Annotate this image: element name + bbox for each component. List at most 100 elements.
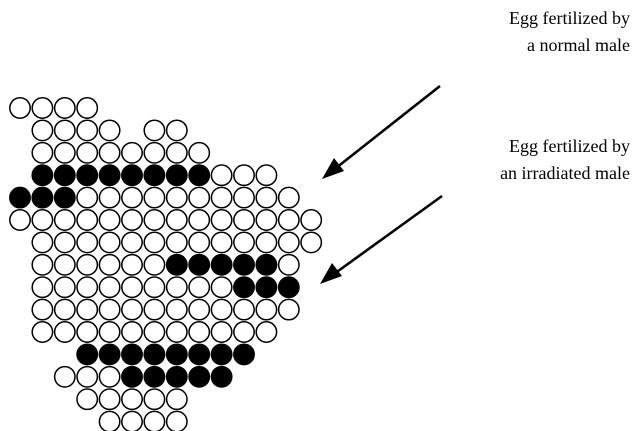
label-normal-line-1: Egg fertilized by (509, 8, 630, 28)
normal-egg (256, 210, 276, 230)
normal-egg (144, 120, 164, 140)
normal-egg (211, 187, 231, 207)
normal-egg (32, 143, 52, 163)
label-irradiated-line-1: Egg fertilized by (509, 136, 630, 156)
normal-egg (99, 277, 119, 297)
normal-egg (144, 210, 164, 230)
normal-egg (189, 232, 209, 252)
normal-egg (99, 299, 119, 319)
normal-egg (189, 210, 209, 230)
irradiated-egg (10, 187, 30, 207)
normal-egg (55, 232, 75, 252)
normal-egg (167, 277, 187, 297)
normal-egg (99, 143, 119, 163)
normal-egg (144, 232, 164, 252)
normal-egg (32, 210, 52, 230)
irradiated-egg (234, 255, 254, 275)
normal-egg (211, 322, 231, 342)
irradiated-egg (144, 367, 164, 387)
normal-egg (77, 255, 97, 275)
normal-egg (144, 187, 164, 207)
irradiated-egg (77, 344, 97, 364)
irradiated-egg (234, 344, 254, 364)
normal-egg (234, 165, 254, 185)
normal-egg (167, 187, 187, 207)
normal-egg (77, 210, 97, 230)
normal-egg (167, 143, 187, 163)
normal-egg (55, 98, 75, 118)
normal-egg (77, 277, 97, 297)
normal-egg (301, 210, 321, 230)
normal-egg (99, 120, 119, 140)
irradiated-egg (167, 255, 187, 275)
normal-egg (256, 165, 276, 185)
normal-egg (55, 120, 75, 140)
irradiated-egg (189, 255, 209, 275)
normal-egg (77, 120, 97, 140)
irradiated-egg (122, 367, 142, 387)
normal-egg (32, 277, 52, 297)
normal-egg (167, 389, 187, 409)
normal-egg (234, 187, 254, 207)
irradiated-egg (122, 344, 142, 364)
label-normal-line-2: a normal male (527, 35, 630, 55)
normal-egg (144, 411, 164, 431)
normal-egg (279, 232, 299, 252)
normal-egg (256, 232, 276, 252)
irradiated-egg (55, 165, 75, 185)
normal-egg (99, 187, 119, 207)
irradiated-egg (77, 165, 97, 185)
irradiated-egg (32, 165, 52, 185)
normal-egg (77, 322, 97, 342)
normal-egg (55, 277, 75, 297)
normal-egg (189, 277, 209, 297)
normal-egg (32, 120, 52, 140)
normal-egg (55, 143, 75, 163)
normal-egg (189, 322, 209, 342)
normal-egg (10, 98, 30, 118)
normal-egg (99, 232, 119, 252)
irradiated-egg (167, 165, 187, 185)
normal-egg (144, 143, 164, 163)
normal-egg (167, 232, 187, 252)
irradiated-egg (189, 165, 209, 185)
irradiated-egg (32, 187, 52, 207)
normal-egg (279, 299, 299, 319)
normal-egg (122, 255, 142, 275)
irradiated-egg (211, 255, 231, 275)
irradiated-egg (189, 344, 209, 364)
normal-egg (234, 322, 254, 342)
irradiated-egg (167, 344, 187, 364)
normal-egg (32, 322, 52, 342)
normal-egg (256, 299, 276, 319)
normal-egg (122, 277, 142, 297)
normal-egg (10, 210, 30, 230)
normal-egg (55, 322, 75, 342)
normal-egg (32, 255, 52, 275)
normal-egg (99, 411, 119, 431)
normal-egg (279, 187, 299, 207)
egg-mass (10, 98, 322, 431)
arrow-normal (322, 86, 440, 179)
normal-egg (234, 210, 254, 230)
normal-egg (77, 232, 97, 252)
normal-egg (144, 389, 164, 409)
normal-egg (99, 210, 119, 230)
normal-egg (144, 277, 164, 297)
normal-egg (122, 187, 142, 207)
normal-egg (211, 299, 231, 319)
normal-egg (122, 389, 142, 409)
irradiated-egg (144, 165, 164, 185)
normal-egg (55, 210, 75, 230)
normal-egg (99, 322, 119, 342)
normal-egg (256, 322, 276, 342)
irradiated-egg (211, 344, 231, 364)
normal-egg (122, 411, 142, 431)
normal-egg (99, 367, 119, 387)
normal-egg (32, 299, 52, 319)
irradiated-egg (256, 277, 276, 297)
irradiated-egg (167, 367, 187, 387)
normal-egg (55, 367, 75, 387)
normal-egg (32, 98, 52, 118)
